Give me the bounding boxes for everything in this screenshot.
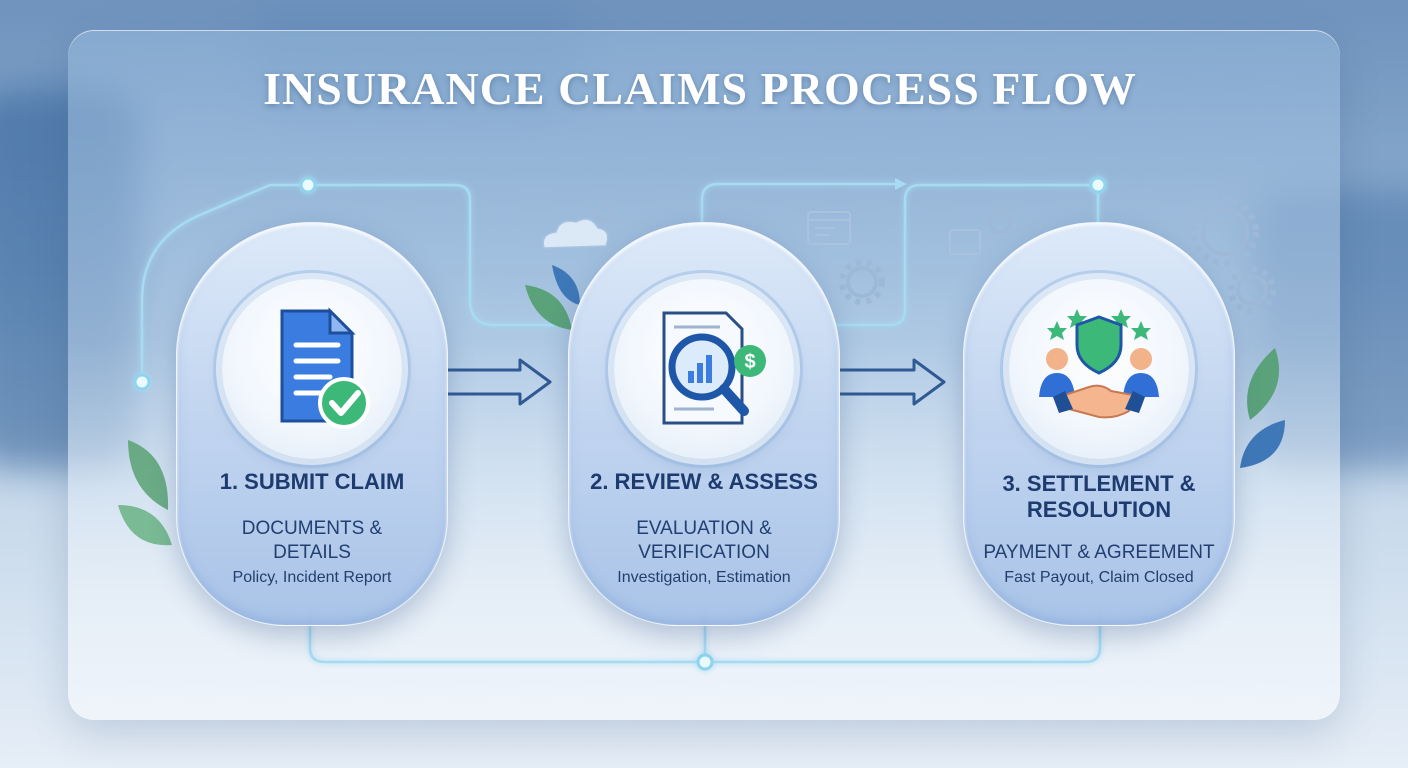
step-subtitle-line: PAYMENT & AGREEMENT xyxy=(983,542,1215,563)
leaf-icon xyxy=(1240,348,1285,468)
star-icon xyxy=(1047,321,1067,340)
step-subtitle-line: DOCUMENTS & xyxy=(241,518,383,539)
step-detail: Policy, Incident Report xyxy=(232,569,392,586)
connector-line xyxy=(830,183,1100,327)
handshake-shield-icon xyxy=(1039,309,1159,419)
connector-line xyxy=(700,182,895,222)
leaf-icon xyxy=(525,265,580,330)
step-icon-ring xyxy=(222,279,402,459)
step-card-settlement-resolution: 3. SETTLEMENT & RESOLUTION PAYMENT & AGR… xyxy=(963,222,1235,626)
step-title-line: RESOLUTION xyxy=(1026,497,1172,522)
document-check-icon xyxy=(280,307,370,429)
connector-node xyxy=(299,176,317,194)
gear-icon xyxy=(839,198,1276,314)
step-subtitle: PAYMENT & AGREEMENT xyxy=(964,541,1234,565)
connector-arrowhead xyxy=(895,178,907,190)
diagram-title: INSURANCE CLAIMS PROCESS FLOW xyxy=(263,63,1137,114)
step-title-line: 3. SETTLEMENT & xyxy=(1002,471,1196,496)
step-detail: Investigation, Estimation xyxy=(617,569,791,586)
step-card-review-assess: $ 2. REVIEW & ASSESS EVALUATION & VERIFI… xyxy=(568,222,840,626)
step-subtitle-line: VERIFICATION xyxy=(638,542,770,563)
connector-node xyxy=(133,373,151,391)
flow-arrow xyxy=(840,358,946,406)
step-icon-ring: $ xyxy=(614,279,794,459)
step-title: 1. SUBMIT CLAIM xyxy=(219,469,405,494)
svg-text:$: $ xyxy=(744,351,755,373)
step-subtitle-line: EVALUATION & xyxy=(636,518,772,539)
browser-window-icon xyxy=(807,211,981,255)
connector-node xyxy=(696,653,714,671)
star-icon xyxy=(1131,321,1151,340)
magnifier-report-icon: $ xyxy=(662,311,766,425)
connector-line xyxy=(140,183,560,382)
gear-icon xyxy=(594,202,1268,306)
cloud-icon xyxy=(542,218,609,249)
leaf-icon xyxy=(118,440,172,546)
flow-arrow xyxy=(446,358,552,406)
step-subtitle: EVALUATION & VERIFICATION xyxy=(569,517,839,565)
step-icon-ring xyxy=(1009,279,1189,459)
step-title: 2. REVIEW & ASSESS xyxy=(590,469,818,494)
step-subtitle-line: DETAILS xyxy=(273,542,351,563)
step-card-submit-claim: 1. SUBMIT CLAIM DOCUMENTS & DETAILS Poli… xyxy=(176,222,448,626)
connector-node xyxy=(1089,176,1107,194)
step-title: 3. SETTLEMENT & RESOLUTION xyxy=(964,471,1234,523)
step-detail: Fast Payout, Claim Closed xyxy=(1004,569,1194,586)
step-subtitle: DOCUMENTS & DETAILS xyxy=(177,517,447,565)
